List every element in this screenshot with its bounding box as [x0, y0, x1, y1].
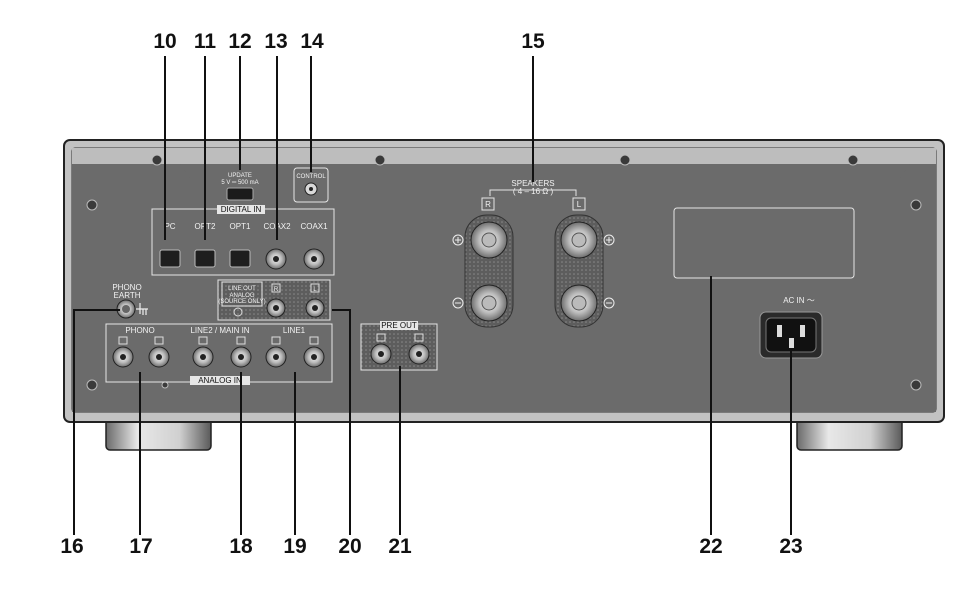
- callout-14: 14: [300, 30, 324, 53]
- callout-11: 11: [194, 30, 217, 53]
- speaker-r-label: R: [485, 200, 491, 209]
- digital-in-label: DIGITAL IN: [221, 205, 262, 214]
- control-label: CONTROL: [296, 174, 326, 180]
- callout-13: 13: [264, 30, 287, 53]
- callout-numbers: 10 11 12 13 14 15 16 17 18 19 20 21 22 2…: [60, 30, 802, 558]
- callout-17: 17: [129, 535, 152, 558]
- callout-18: 18: [229, 535, 253, 558]
- line-out-sub1: ANALOG: [229, 293, 254, 299]
- ac-inlet: AC IN ～: [759, 296, 823, 359]
- leader-lines: [73, 56, 792, 535]
- line-out-r-label: R: [274, 287, 279, 293]
- chassis-screws: [86, 154, 922, 391]
- callout-10: 10: [153, 30, 176, 53]
- callout-12: 12: [228, 30, 251, 53]
- line1-label: LINE1: [283, 326, 306, 335]
- callout-22: 22: [699, 535, 722, 558]
- line2-main-in-label: LINE2 / MAIN IN: [190, 326, 249, 335]
- pre-out-label: PRE OUT: [381, 321, 417, 330]
- pc-label: PC: [164, 222, 175, 231]
- opt1-label: OPT1: [230, 222, 251, 231]
- line-out-l-label: L: [313, 287, 317, 293]
- callout-20: 20: [338, 535, 361, 558]
- pre-out-section: PRE OUT: [360, 321, 438, 371]
- speakers-impedance-label: ( 4 – 16 Ω ): [513, 187, 554, 196]
- analog-in-label: ANALOG IN: [198, 376, 242, 385]
- phono-earth-label-1: PHONO: [112, 283, 141, 292]
- update-label: UPDATE: [228, 173, 252, 179]
- callout-16: 16: [60, 535, 83, 558]
- callout-15: 15: [521, 30, 545, 53]
- ac-in-label: AC IN ～: [783, 296, 815, 305]
- callout-19: 19: [283, 535, 306, 558]
- analog-in-section: PHONO LINE2 / MAIN IN LINE1 ANALOG IN: [105, 323, 333, 385]
- coax1-label: COAX1: [300, 222, 328, 231]
- speakers-label: SPEAKERS: [511, 179, 554, 188]
- speaker-l-label: L: [577, 200, 582, 209]
- update-spec-label: 5 V ═ 500 mA: [221, 180, 258, 186]
- line-out-label: LINE OUT: [228, 286, 256, 292]
- speaker-terminals: SPEAKERS ( 4 – 16 Ω ) R L: [452, 179, 615, 328]
- line-out-sub2: (SOURCE ONLY): [218, 299, 265, 305]
- callout-21: 21: [388, 535, 412, 558]
- callout-23: 23: [779, 535, 802, 558]
- phono-earth-terminal: PHONO EARTH: [112, 283, 148, 319]
- rating-label-area: [673, 207, 855, 279]
- phono-label: PHONO: [125, 326, 154, 335]
- phono-earth-label-2: EARTH: [114, 291, 141, 300]
- line-out-section: LINE OUT ANALOG (SOURCE ONLY) R L: [217, 279, 331, 321]
- update-usb-port: UPDATE 5 V ═ 500 mA: [221, 173, 259, 201]
